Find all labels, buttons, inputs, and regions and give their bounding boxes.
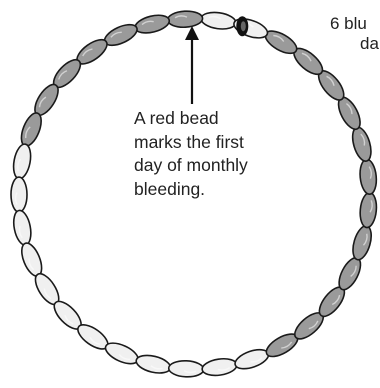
light-bead <box>134 352 172 376</box>
dark-bead <box>359 159 378 195</box>
dark-bead <box>335 254 365 292</box>
light-bead <box>11 209 33 246</box>
light-bead <box>233 346 271 373</box>
light-bead <box>201 357 238 378</box>
red-bead-caption: A red bead marks the first day of monthl… <box>134 107 314 201</box>
dark-bead <box>133 12 171 36</box>
clasp-hole <box>241 21 246 31</box>
light-bead <box>11 177 27 212</box>
light-bead <box>11 143 33 180</box>
light-bead <box>18 240 46 278</box>
dark-bead <box>359 192 378 228</box>
blue-beads-caption-line2: da <box>360 34 379 54</box>
light-bead <box>103 339 141 368</box>
blue-beads-caption-line1: 6 blu <box>330 14 367 34</box>
dark-bead <box>167 10 203 28</box>
dark-bead <box>349 125 374 163</box>
dark-bead <box>350 224 375 262</box>
pointer-arrow <box>185 26 199 104</box>
light-bead <box>168 360 204 378</box>
clasp-icon <box>236 16 248 36</box>
dark-bead <box>17 110 45 148</box>
light-bead <box>200 10 237 31</box>
